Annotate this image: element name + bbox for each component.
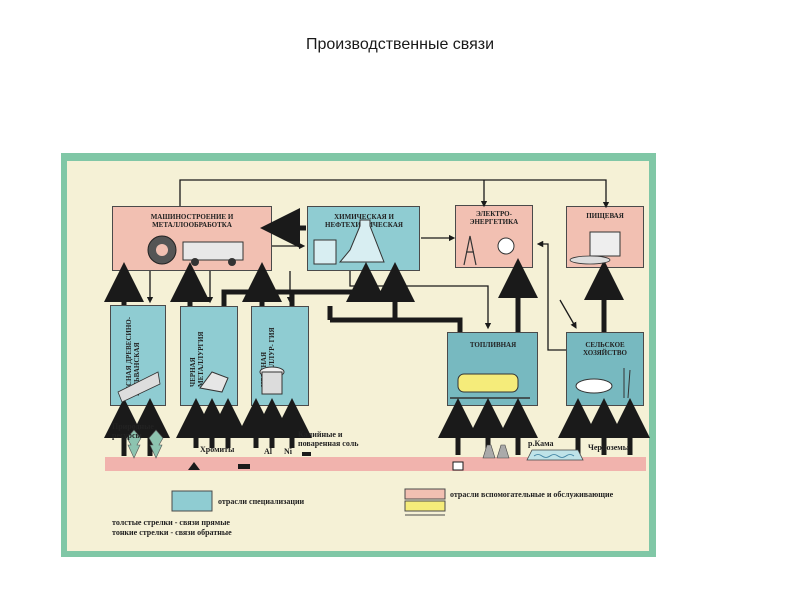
tree-icon: [126, 429, 142, 459]
food-package-icon: [589, 231, 621, 257]
legend-auxiliary-swatch-yellow: [404, 500, 446, 512]
resource-al: Al: [264, 447, 272, 456]
chromite-triangle-icon: [188, 462, 200, 470]
tanker-icon: [457, 373, 519, 393]
agriculture-label: СЕЛЬСКОЕ ХОЗЯЙСТВО: [583, 341, 627, 357]
metallurgy-to-chem-bus: [221, 262, 386, 306]
tree-icon-2: [148, 429, 164, 459]
electro-box: ЭЛЕКТРО- ЭНЕРГЕТИКА: [455, 205, 533, 268]
resource-chernozem: Черноземы: [588, 443, 629, 452]
slide-title: Производственные связи: [305, 36, 495, 53]
machine-building-label: МАШИНОСТРОЕНИЕ И МЕТАЛЛООБРАБОТКА: [150, 213, 234, 229]
ladle-icon: [199, 371, 229, 393]
logs-icon: [117, 371, 161, 403]
agriculture-box: СЕЛЬСКОЕ ХОЗЯЙСТВО: [566, 332, 644, 406]
resource-salts: Калийные и поваренная соль: [298, 430, 359, 448]
river-wave: [533, 454, 575, 458]
truck-icon: [182, 241, 244, 261]
legend-auxiliary-label: отрасли вспомогательные и обслуживающие: [450, 490, 614, 499]
agri-to-electro: [536, 240, 566, 351]
fuel-box: ТОПЛИВНАЯ: [447, 332, 538, 406]
cow-icon: [575, 378, 613, 394]
ore-symbol-2: [302, 452, 311, 456]
ore-symbol-1: [238, 464, 250, 469]
bulb-icon: [497, 237, 515, 255]
electro-label: ЭЛЕКТРО- ЭНЕРГЕТИКА: [469, 210, 519, 226]
resource-kama: р.Кама: [528, 439, 554, 448]
food-label: ПИЩЕВАЯ: [586, 212, 624, 220]
beaker-icon: [313, 239, 337, 265]
legend-specialization-label: отрасли специализации: [218, 497, 305, 506]
resource-ni: Ni: [284, 447, 292, 456]
grain-icon: [623, 368, 631, 399]
gas-tower-icon: [482, 444, 510, 459]
resource-square: [452, 461, 464, 471]
fuel-to-chem: [375, 262, 463, 332]
legend-specialization-swatch: [171, 490, 213, 512]
pylon-icon: [463, 235, 477, 266]
electro-to-agri: [559, 299, 577, 329]
top-feedback-line: [179, 179, 610, 209]
chem-to-fuel-thin: [349, 271, 492, 330]
resource-chromites: Хромиты: [200, 445, 235, 454]
fuel-label: ТОПЛИВНАЯ: [469, 341, 517, 349]
resource-natural: Природные ресурсы: [112, 422, 154, 440]
legend-thick-arrows: толстые стрелки - связи прямые: [112, 518, 230, 527]
legend-thin-arrows: тонкие стрелки - связи обратные: [112, 528, 232, 537]
legend-auxiliary-swatch-pink: [404, 488, 446, 500]
flask-icon: [338, 219, 385, 263]
